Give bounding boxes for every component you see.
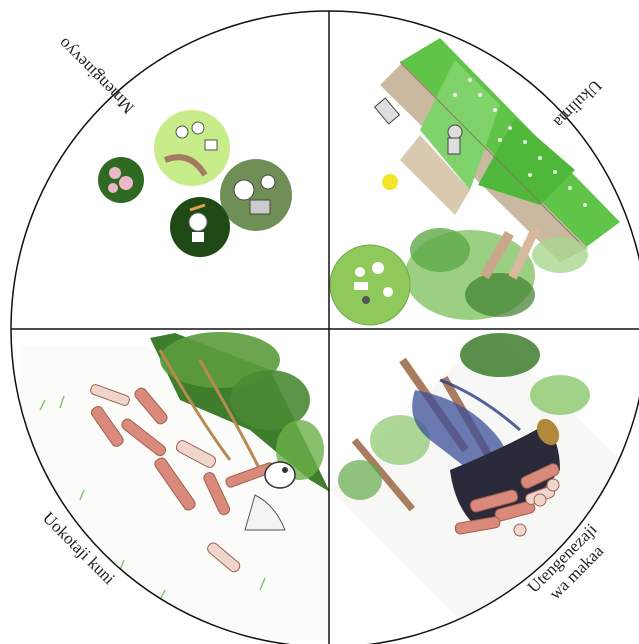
label-farming: Ukulima	[550, 76, 606, 132]
vignette-circle-icon	[154, 110, 230, 186]
farming-illustration	[330, 38, 620, 325]
sun-icon	[382, 174, 398, 190]
other-activities-illustration	[98, 110, 292, 257]
vignette-circle-icon	[330, 245, 410, 325]
vignette-circle-icon	[170, 197, 230, 257]
vignette-circle-icon	[220, 159, 292, 231]
charcoal-making-illustration	[330, 330, 639, 640]
crop-field-icon	[380, 38, 620, 262]
firewood-gathering-illustration	[20, 332, 330, 640]
tree-icon	[405, 226, 588, 320]
label-other: Mmenginevyo	[54, 34, 138, 118]
vignette-circle-icon	[98, 157, 144, 203]
